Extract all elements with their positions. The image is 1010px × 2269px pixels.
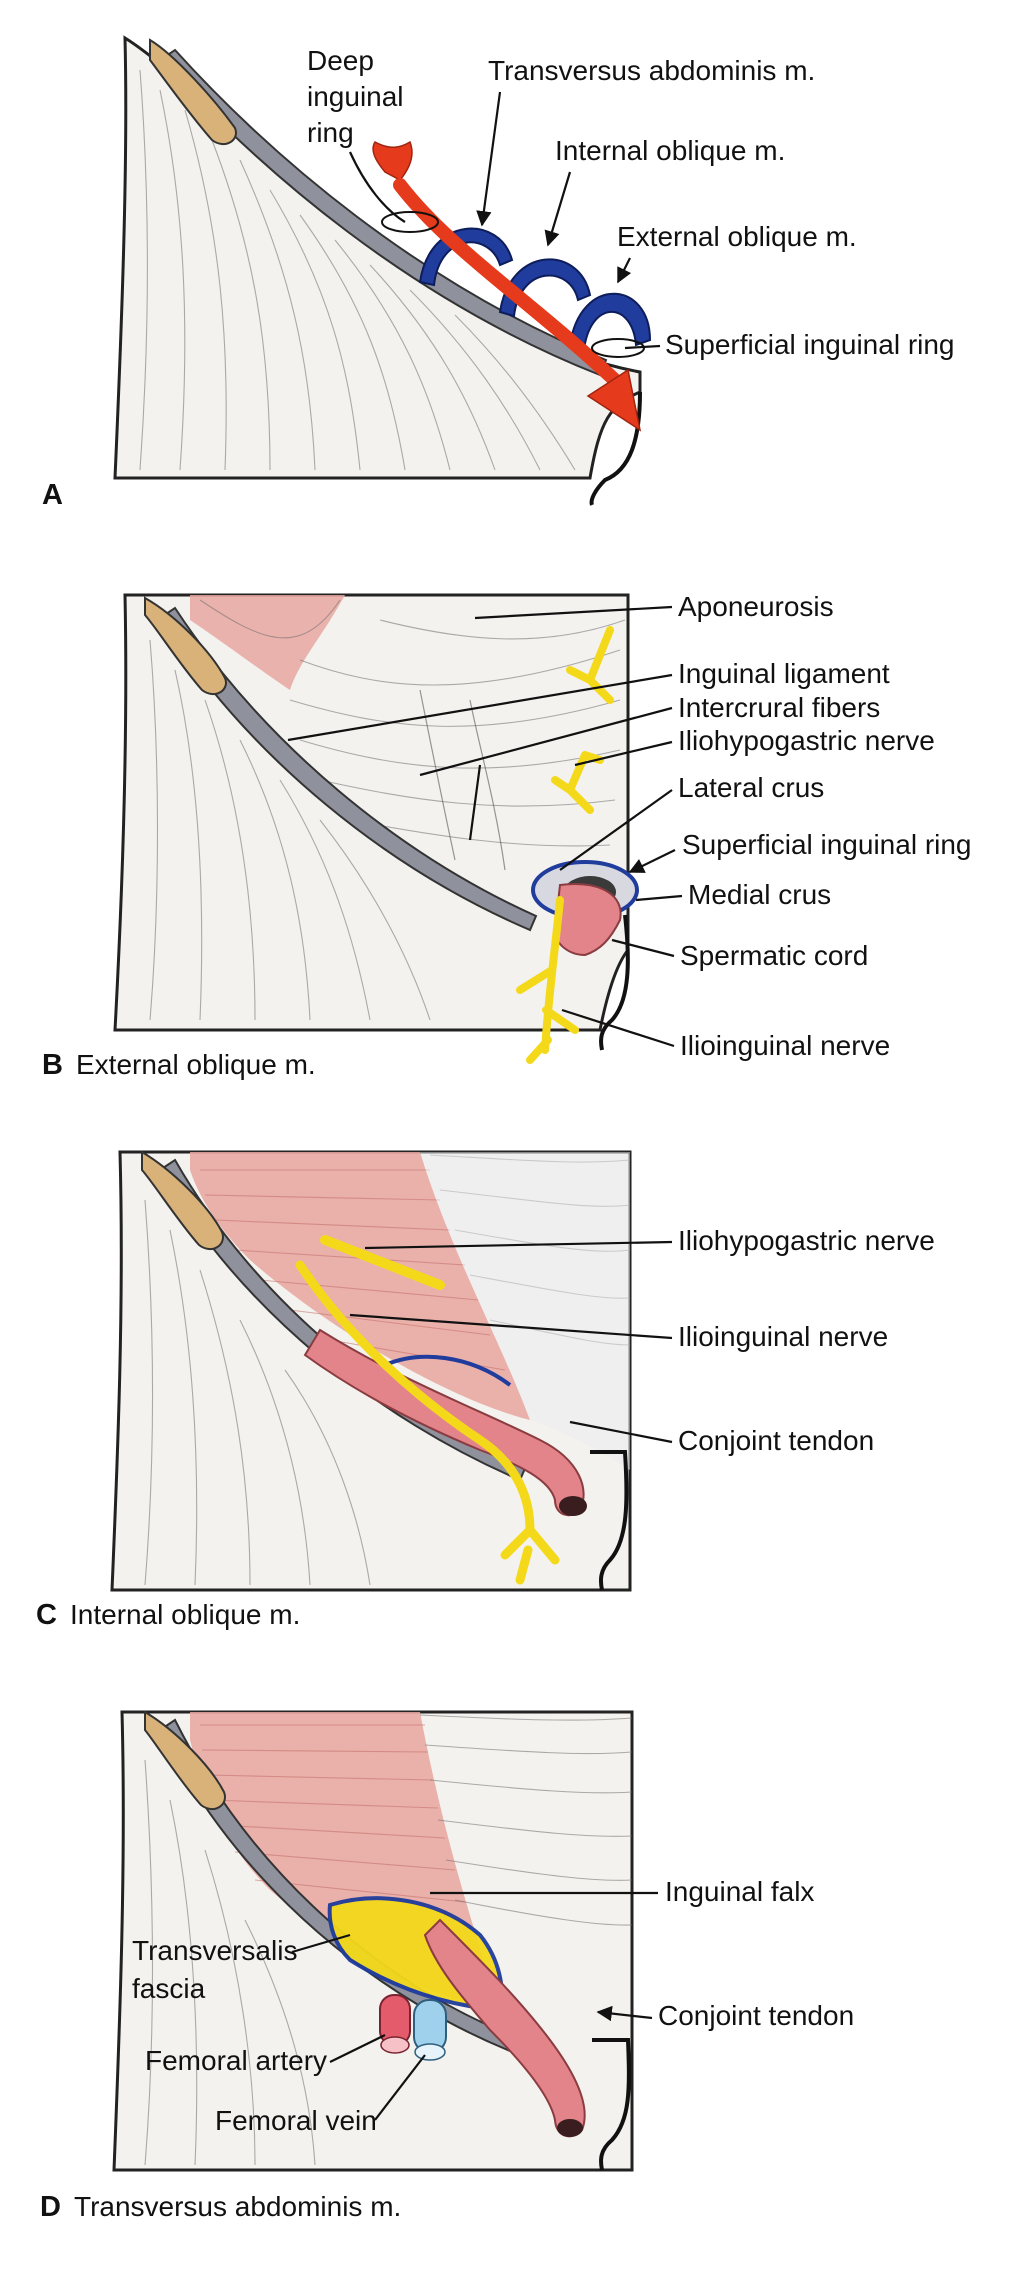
- label-iliohypogastric-nerve-b: Iliohypogastric nerve: [678, 725, 935, 756]
- ilioinguinal-nerve-c: [295, 1260, 560, 1585]
- leader-transversalis-fascia: [291, 1933, 351, 1954]
- leader-iliohypogastric-c: [364, 1240, 673, 1250]
- label-medial-crus: Medial crus: [688, 879, 831, 910]
- iliac-crest-bone-d: [144, 1710, 226, 1811]
- label-femoral-vein: Femoral vein: [215, 2105, 377, 2136]
- panel-letter-b: B: [42, 1049, 63, 1081]
- leader-femoral-artery: [329, 2034, 386, 2063]
- label-ilioinguinal-nerve-b: Ilioinguinal nerve: [680, 1030, 890, 1061]
- leader-intercrural-1: [419, 706, 673, 777]
- wall-fibers-a: [139, 69, 576, 471]
- leader-superficial-ring-b: [628, 849, 676, 873]
- panel-caption-d: Transversus abdominis m.: [74, 2191, 401, 2222]
- scrotum-contour-c: [590, 1450, 629, 1591]
- leader-conjoint-tendon-d: [596, 2005, 653, 2022]
- inguinal-ligament-band-a: [158, 48, 608, 377]
- nerves-c: [295, 1235, 560, 1585]
- panel-a: Deep inguinal ring Transversus abdominis…: [42, 35, 955, 511]
- panel-letter-a: A: [42, 479, 63, 511]
- leader-superficial-ring-a: [624, 344, 661, 350]
- panel-caption-b: External oblique m.: [76, 1049, 316, 1080]
- leader-deep-ring: [348, 151, 406, 223]
- iliac-crest-bone-a: [149, 38, 237, 146]
- canal-arrow-tip: [586, 368, 642, 432]
- panel-letter-c: C: [36, 1599, 57, 1631]
- leader-transversus: [476, 91, 502, 227]
- label-iliohypogastric-nerve-c: Iliohypogastric nerve: [678, 1225, 935, 1256]
- leader-ilioinguinal-b: [561, 1008, 675, 1048]
- label-aponeurosis: Aponeurosis: [678, 591, 834, 622]
- femoral-vein-end: [414, 2043, 446, 2061]
- aponeurosis-region-c: [420, 1152, 630, 1470]
- label-inguinal-falx: Inguinal falx: [665, 1876, 814, 1907]
- label-deep-ring-line1: Deep: [307, 45, 374, 76]
- canal-arrow-a: [372, 140, 645, 432]
- scrotum-contour-d: [592, 2038, 631, 2171]
- internal-oblique-ring: [498, 258, 592, 318]
- label-deep-ring-line3: ring: [307, 117, 354, 148]
- label-external-oblique: External oblique m.: [617, 221, 857, 252]
- label-ilioinguinal-nerve-c: Ilioinguinal nerve: [678, 1321, 888, 1352]
- inguinal-ligament-band-b: [158, 606, 538, 932]
- internal-oblique-muscle-c: [190, 1152, 530, 1420]
- panel-caption-c: Internal oblique m.: [70, 1599, 300, 1630]
- label-lateral-crus: Lateral crus: [678, 772, 824, 803]
- canal-path-arrow: [393, 178, 627, 392]
- leader-external-oblique: [617, 257, 632, 284]
- leader-medial-crus: [635, 894, 683, 902]
- deep-ring-ellipse: [381, 211, 439, 233]
- scrotum-contour-b: [599, 914, 630, 1051]
- panel-d: Inguinal falx Transversalis fascia Conjo…: [40, 1710, 854, 2223]
- spermatic-cord-c: [303, 1328, 585, 1517]
- panel-c: Iliohypogastric nerve Ilioinguinal nerve…: [36, 1150, 935, 1631]
- iliohypogastric-nerve-c: [320, 1235, 445, 1290]
- cord-end-d: [557, 2119, 583, 2137]
- ilioinguinal-nerve-b: [516, 896, 579, 1064]
- iliohypogastric-nerve-lower-b: [551, 751, 604, 814]
- external-oblique-ring: [568, 292, 652, 352]
- iliohypogastric-nerve-upper-b: [566, 626, 614, 704]
- muscle-rings-a: [418, 227, 652, 352]
- nerves-b: [516, 626, 614, 1064]
- inguinal-ligament-band-c: [158, 1158, 528, 1482]
- leader-inguinal-ligament: [287, 673, 673, 742]
- deep-ring-funnel: [372, 140, 413, 181]
- leader-internal-oblique: [544, 171, 572, 247]
- label-transversalis-fascia-line2: fascia: [132, 1973, 206, 2004]
- spermatic-cord-b: [553, 883, 622, 957]
- leader-conjoint-tendon-c: [569, 1420, 673, 1444]
- label-intercrural-fibers: Intercrural fibers: [678, 692, 880, 723]
- label-inguinal-ligament: Inguinal ligament: [678, 658, 890, 689]
- leader-spermatic-cord: [611, 938, 675, 958]
- label-conjoint-tendon-c: Conjoint tendon: [678, 1425, 874, 1456]
- leader-femoral-vein: [374, 2054, 426, 2121]
- label-superficial-inguinal-ring-b: Superficial inguinal ring: [682, 829, 972, 860]
- label-femoral-artery: Femoral artery: [145, 2045, 327, 2076]
- iliac-crest-bone-c: [141, 1150, 224, 1251]
- ring-edge-c: [384, 1354, 512, 1387]
- leader-lateral-crus: [559, 789, 673, 871]
- iliac-crest-bone-b: [144, 596, 227, 696]
- label-spermatic-cord: Spermatic cord: [680, 940, 868, 971]
- panel-letter-d: D: [40, 2191, 61, 2223]
- label-superficial-inguinal-ring: Superficial inguinal ring: [665, 329, 955, 360]
- label-transversalis-fascia-line1: Transversalis: [132, 1935, 297, 1966]
- muscle-fibers-d: [144, 1714, 633, 2166]
- cord-end-c: [559, 1496, 587, 1516]
- leader-aponeurosis: [474, 605, 673, 620]
- leader-iliohypogastric-b: [574, 740, 673, 767]
- leader-ilioinguinal-c: [349, 1313, 673, 1340]
- femoral-artery-end: [380, 2036, 410, 2054]
- label-internal-oblique: Internal oblique m.: [555, 135, 785, 166]
- leader-intercrural-2: [468, 764, 482, 841]
- label-transversus-abdominis: Transversus abdominis m.: [488, 55, 815, 86]
- label-conjoint-tendon-d: Conjoint tendon: [658, 2000, 854, 2031]
- panel-b: Aponeurosis Inguinal ligament Intercrura…: [42, 591, 972, 1081]
- label-deep-ring-line2: inguinal: [307, 81, 404, 112]
